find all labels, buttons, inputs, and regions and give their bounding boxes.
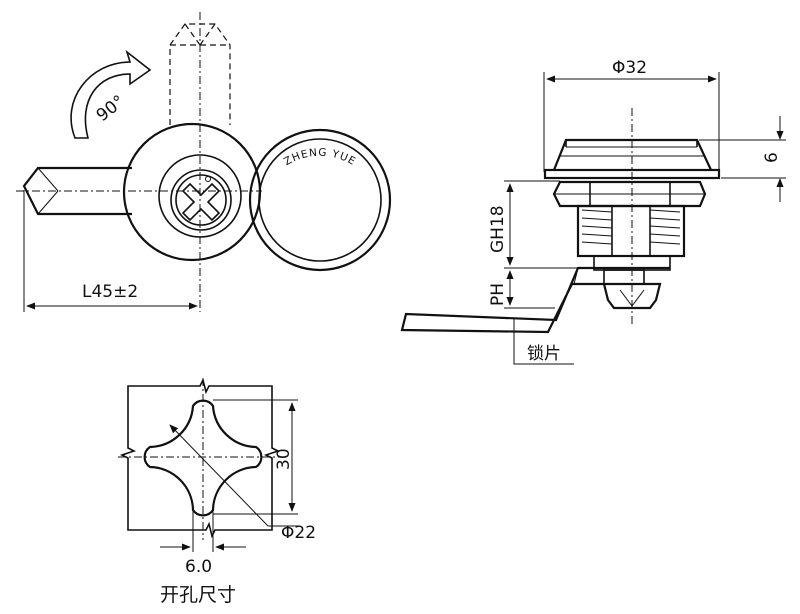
cam-leader (513, 318, 574, 365)
cutout-height-label: 30 (274, 448, 294, 470)
threaded-body (576, 204, 686, 258)
lock-body-circle (122, 122, 262, 262)
cutout-diameter-dimension (169, 424, 269, 527)
key-outer-ring (170, 169, 232, 231)
cap-logo-text: ZHENG YUE (282, 147, 358, 169)
height-6-label: 6 (762, 152, 782, 163)
cylinder-circle (158, 154, 242, 238)
keyway-cross (181, 182, 221, 222)
front-view: ZHENG YUE 90° L45±2 (16, 12, 392, 312)
lock-head (552, 138, 712, 171)
cam-plate (400, 266, 670, 334)
thread-left (581, 209, 613, 245)
dust-cap-inner (258, 138, 382, 262)
key-inner-ring (175, 174, 227, 226)
cutout-title: 开孔尺寸 (160, 584, 236, 606)
thread-right (649, 209, 681, 245)
ph-label: PH (488, 283, 508, 306)
end-screw (602, 282, 662, 310)
dust-cap-outer (248, 128, 392, 272)
cutout-width-label: 6.0 (185, 557, 212, 577)
diameter-label: Φ32 (612, 58, 647, 78)
length-label: L45±2 (82, 282, 138, 302)
cam-label: 锁片 (527, 344, 561, 364)
side-view: Φ32 6 (400, 58, 786, 365)
lock-flange (543, 168, 721, 180)
cutout-view: 30 Φ22 6.0 开孔尺寸 (118, 377, 316, 606)
rotation-arrow (70, 49, 152, 139)
rotation-label: 90° (93, 92, 129, 126)
gh-label: GH18 (488, 205, 508, 253)
handle (22, 166, 132, 216)
cutout-diameter-label: Φ22 (281, 523, 316, 543)
cutout-panel (119, 377, 281, 539)
